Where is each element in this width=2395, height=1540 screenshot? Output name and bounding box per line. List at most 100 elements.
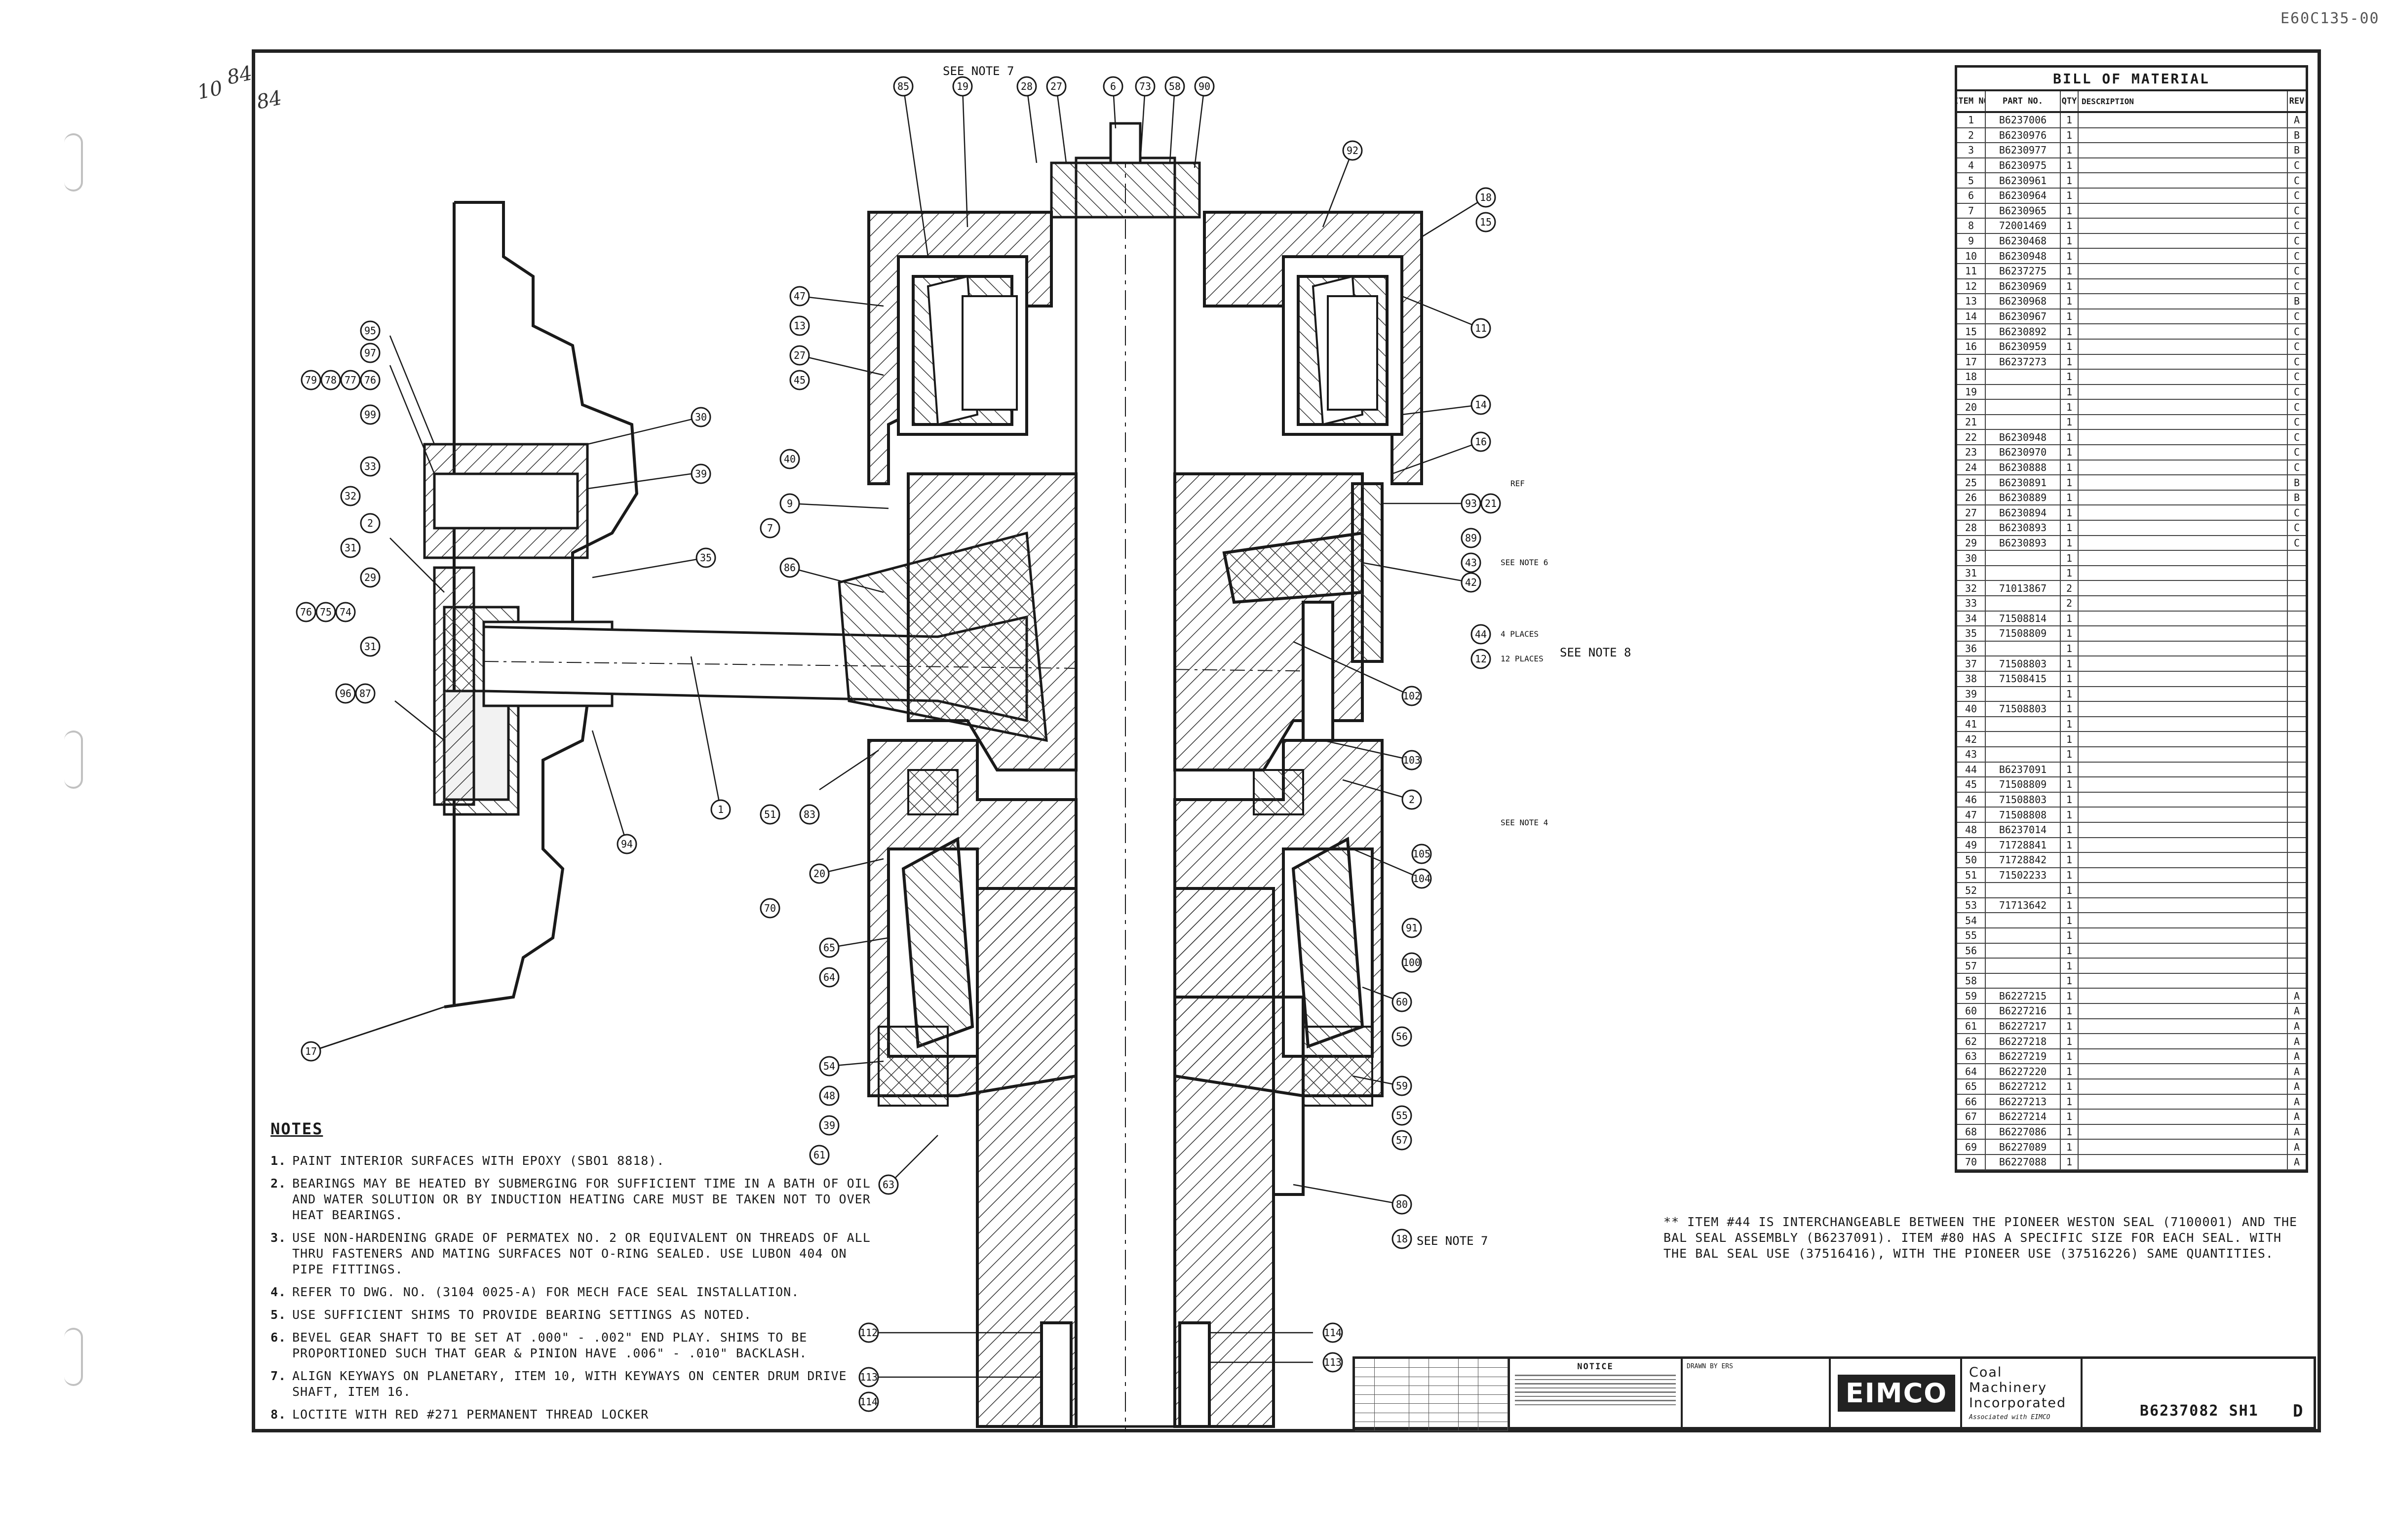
bom-part-number	[1986, 883, 2061, 897]
bom-quantity: 1	[2061, 928, 2079, 943]
bom-description	[2079, 309, 2288, 324]
svg-text:73: 73	[1139, 80, 1151, 92]
bom-quantity: 1	[2061, 521, 2079, 535]
bom-description	[2079, 566, 2288, 580]
bom-description	[2079, 294, 2288, 308]
bom-revision	[2288, 868, 2306, 883]
bom-description	[2079, 233, 2288, 248]
bom-quantity: 1	[2061, 777, 2079, 792]
bom-item-number: 58	[1957, 973, 1986, 988]
output-drum	[976, 887, 1305, 1428]
bom-revision: C	[2293, 537, 2300, 549]
bom-description	[2079, 475, 2288, 490]
bom-quantity: 1	[2061, 792, 2079, 807]
bom-revision: C	[2293, 280, 2300, 292]
bom-revision	[2288, 747, 2306, 762]
note-number: 4.	[270, 1285, 287, 1299]
bom-quantity: 1	[2061, 822, 2079, 837]
bom-quantity: 1	[2061, 505, 2079, 520]
bom-revision: A	[2293, 1156, 2300, 1168]
svg-text:16: 16	[1475, 436, 1487, 448]
bom-quantity: 1	[2061, 1034, 2079, 1048]
note-number: 6.	[270, 1330, 287, 1345]
bom-quantity: 1	[2061, 188, 2079, 203]
bom-quantity: 1	[2061, 611, 2079, 626]
bom-description	[2079, 158, 2288, 173]
bom-part-number	[1986, 370, 2061, 384]
bom-part-number: B6230468	[1986, 233, 2061, 248]
bom-item-number: 8	[1957, 219, 1986, 233]
bom-quantity: 1	[2061, 475, 2079, 490]
bom-quantity: 1	[2061, 460, 2079, 475]
bom-quantity: 1	[2061, 490, 2079, 505]
bom-item-number: 59	[1957, 989, 1986, 1003]
bom-quantity: 1	[2061, 370, 2079, 384]
bom-description	[2079, 279, 2288, 294]
bom-description	[2079, 1124, 2288, 1139]
bom-item-number: 43	[1957, 747, 1986, 762]
bom-part-number: B6230976	[1986, 128, 2061, 143]
bom-revision: A	[2293, 1126, 2300, 1138]
bom-item-number: 14	[1957, 309, 1986, 324]
bom-quantity: 1	[2061, 656, 2079, 671]
svg-text:70: 70	[764, 902, 776, 914]
svg-text:104: 104	[1413, 873, 1430, 885]
bom-revision: A	[2293, 1141, 2300, 1153]
bom-description	[2079, 822, 2288, 837]
svg-text:44: 44	[1475, 628, 1487, 640]
bom-item-number: 47	[1957, 808, 1986, 822]
bom-quantity: 1	[2061, 249, 2079, 263]
bom-part-number	[1986, 385, 2061, 399]
bom-description	[2079, 264, 2288, 278]
bom-item-number: 22	[1957, 430, 1986, 445]
bom-revision	[2288, 566, 2306, 580]
svg-text:80: 80	[1396, 1198, 1408, 1210]
svg-text:29: 29	[364, 572, 376, 583]
bom-part-number: 71508803	[1986, 792, 2061, 807]
bom-revision	[2288, 883, 2306, 897]
svg-text:27: 27	[1050, 80, 1062, 92]
bom-item-number: 6	[1957, 188, 1986, 203]
bom-revision: A	[2293, 1035, 2300, 1047]
bom-revision	[2288, 853, 2306, 867]
note-text: USE SUFFICIENT SHIMS TO PROVIDE BEARING …	[292, 1308, 752, 1322]
see-note-6: SEE NOTE 6	[1501, 558, 1548, 567]
bom-part-number: B6227217	[1986, 1019, 2061, 1034]
svg-text:6: 6	[1110, 80, 1116, 92]
svg-text:102: 102	[1403, 690, 1421, 702]
bom-description	[2079, 521, 2288, 535]
bom-revision	[2288, 823, 2306, 837]
bom-description	[2079, 702, 2288, 716]
bom-quantity: 1	[2061, 732, 2079, 746]
bom-revision: C	[2293, 401, 2300, 413]
bom-item-number: 39	[1957, 687, 1986, 701]
bom-description	[2079, 898, 2288, 913]
svg-text:99: 99	[364, 409, 376, 421]
bom-description	[2079, 1034, 2288, 1048]
svg-text:13: 13	[794, 320, 806, 332]
bom-item-number: 48	[1957, 822, 1986, 837]
svg-text:47: 47	[794, 290, 806, 302]
bom-revision	[2288, 732, 2306, 746]
bom-revision: C	[2293, 522, 2300, 534]
bom-item-number: 45	[1957, 777, 1986, 792]
bom-item-number: 20	[1957, 400, 1986, 414]
bom-item-number: 52	[1957, 883, 1986, 897]
bom-description	[2079, 1064, 2288, 1078]
see-note-7-top: SEE NOTE 7	[943, 64, 1014, 78]
bom-item-number: 26	[1957, 490, 1986, 505]
